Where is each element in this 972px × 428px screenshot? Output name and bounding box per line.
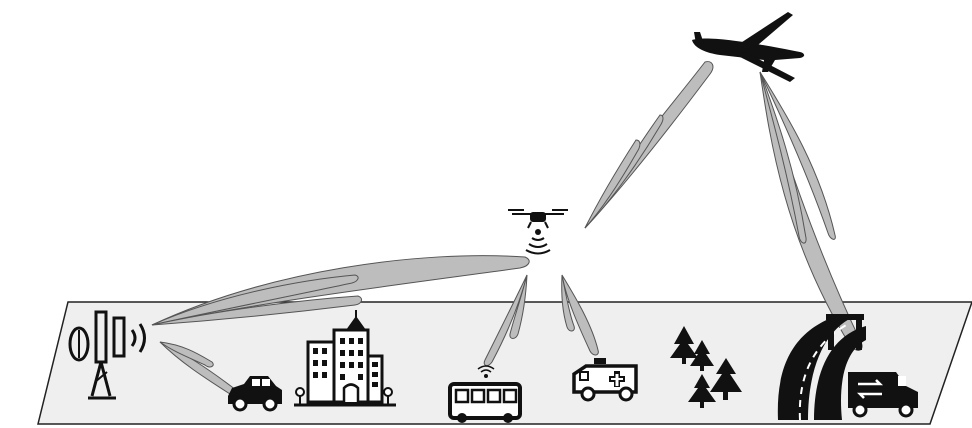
drone-relay-icon: [508, 210, 568, 254]
beam-plane-to-drone: [585, 62, 713, 228]
